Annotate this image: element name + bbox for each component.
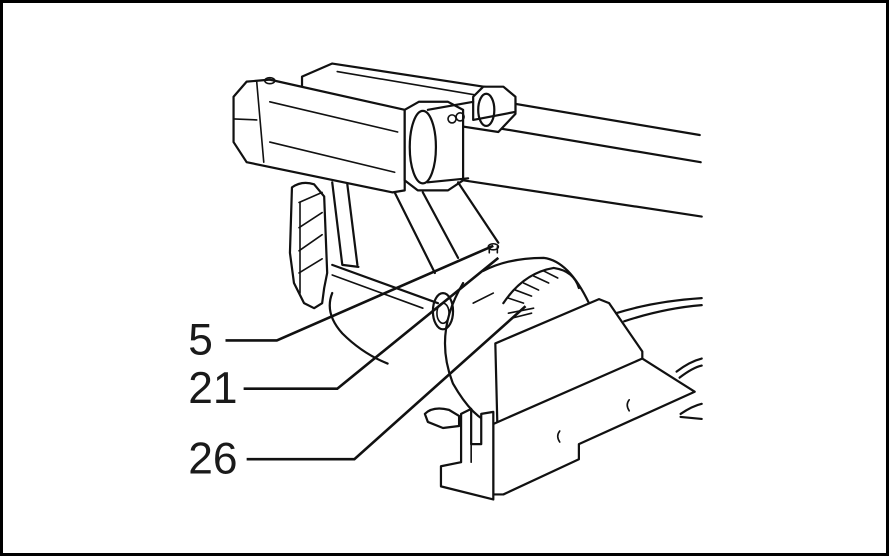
upper-housing [232, 62, 517, 194]
pivot-arm [328, 181, 500, 365]
callout-21: 21 [188, 364, 237, 413]
callout-labels: 5 21 26 [188, 315, 237, 483]
assembly-drawing: 5 21 26 [188, 62, 703, 501]
leader-lines [225, 244, 527, 461]
callout-26: 26 [188, 434, 237, 483]
leader-5 [225, 244, 494, 342]
ribbed-knob [502, 266, 580, 320]
leader-21 [243, 256, 500, 391]
leader-26 [246, 305, 527, 461]
ribbed-handle [288, 181, 329, 310]
callout-5: 5 [188, 315, 213, 364]
base-bracket [423, 298, 696, 501]
cables [615, 297, 703, 421]
